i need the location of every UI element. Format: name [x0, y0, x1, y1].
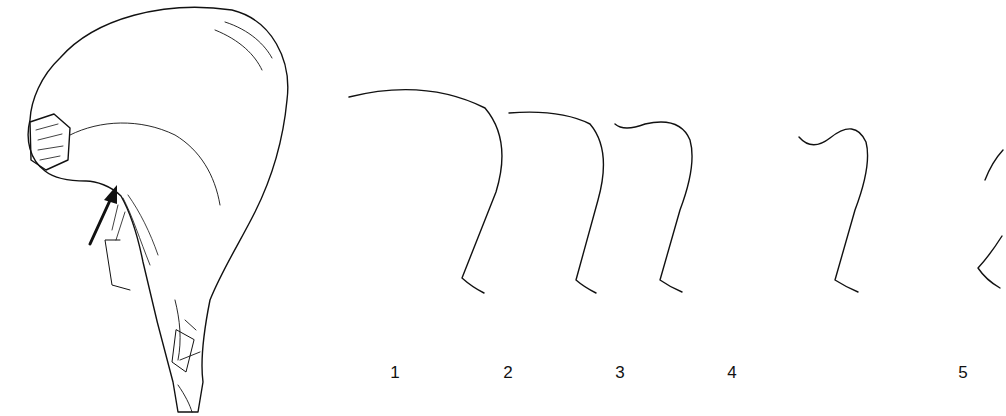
bone-outline — [28, 7, 288, 412]
spine — [105, 240, 130, 290]
notch-curve — [509, 112, 603, 293]
callout-number: 3 — [615, 364, 624, 381]
ischium-lines — [175, 300, 200, 412]
callout-number: 5 — [958, 364, 967, 381]
callout-number: 1 — [390, 364, 399, 381]
notch-curve — [615, 122, 692, 292]
notch-curve — [978, 150, 1003, 288]
arrow-head — [104, 185, 117, 204]
crest-lines — [215, 22, 272, 70]
notch-curve — [799, 129, 868, 292]
arrow-shaft — [90, 196, 112, 244]
gluteal-line — [70, 123, 220, 205]
facet — [30, 114, 70, 170]
callout-number: 4 — [727, 364, 736, 381]
notch-curve — [349, 90, 502, 293]
notch-hatching — [112, 195, 158, 265]
ischial-facet — [172, 330, 194, 372]
facet-hatching — [36, 124, 63, 160]
callout-number: 2 — [503, 364, 512, 381]
